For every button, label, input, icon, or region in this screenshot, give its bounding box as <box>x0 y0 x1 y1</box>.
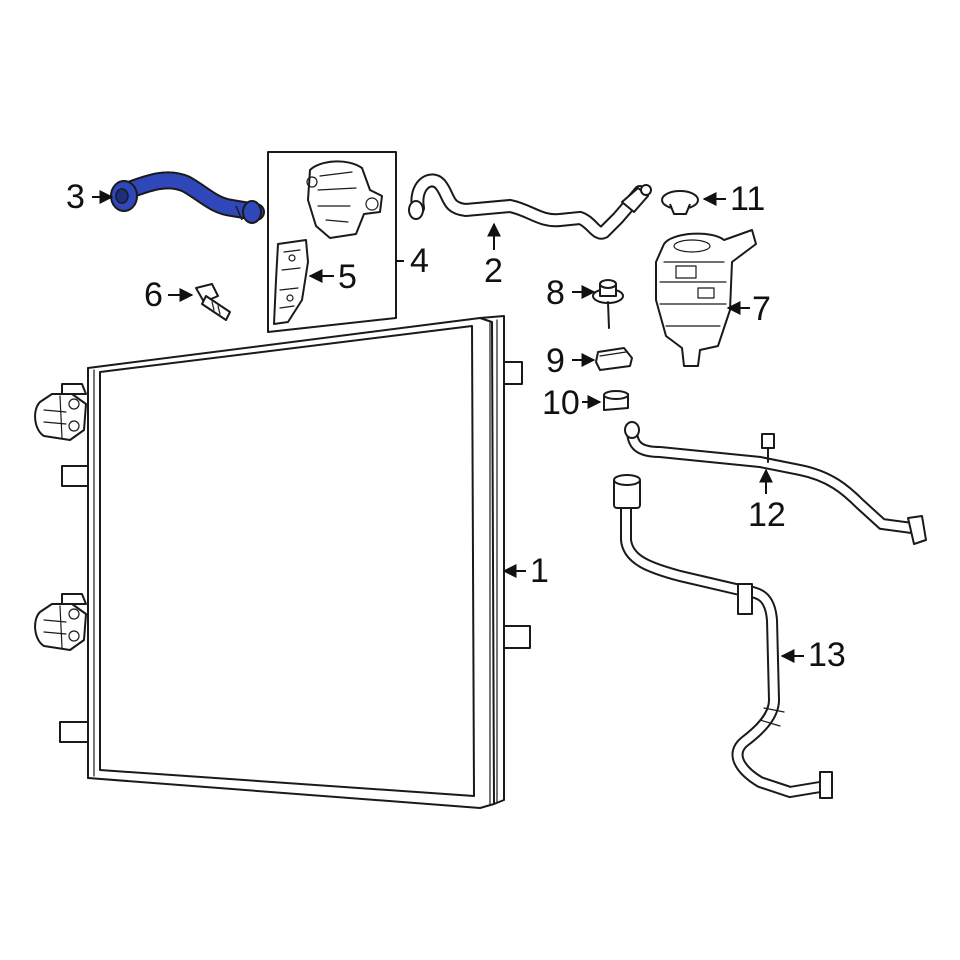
callout-11: 11 <box>702 180 765 218</box>
callout-8: 8 <box>546 274 596 312</box>
part-12-tube[interactable] <box>624 421 927 545</box>
part-11-cap[interactable] <box>661 190 699 215</box>
part-7-reservoir[interactable] <box>655 229 757 367</box>
part-10-grommet[interactable] <box>603 390 629 411</box>
part-3-hose-highlighted[interactable] <box>110 171 265 224</box>
svg-text:8: 8 <box>546 274 565 312</box>
callout-12: 12 <box>748 468 786 534</box>
callout-2: 2 <box>484 222 503 290</box>
callout-4: 4 <box>396 242 429 280</box>
svg-text:6: 6 <box>144 276 163 314</box>
callout-9: 9 <box>546 342 596 380</box>
part-1-radiator[interactable] <box>34 315 531 809</box>
svg-text:12: 12 <box>748 496 786 534</box>
part-8-bolt[interactable] <box>592 279 624 329</box>
svg-text:3: 3 <box>66 178 85 216</box>
part-5-bracket[interactable] <box>273 239 309 325</box>
svg-text:9: 9 <box>546 342 565 380</box>
part-4-pump-body[interactable] <box>306 160 383 239</box>
callout-7: 7 <box>726 290 771 328</box>
svg-text:11: 11 <box>730 180 765 218</box>
part-9-insulator[interactable] <box>595 347 633 371</box>
svg-text:7: 7 <box>752 290 771 328</box>
callout-13: 13 <box>780 636 846 674</box>
svg-text:4: 4 <box>410 242 429 280</box>
part-2-hose[interactable] <box>408 173 652 240</box>
radiator-fitting-upper <box>34 383 87 441</box>
callout-1: 1 <box>502 552 549 590</box>
callout-6: 6 <box>144 276 194 314</box>
svg-text:10: 10 <box>542 384 580 422</box>
radiator-fitting-lower <box>34 593 87 651</box>
callout-3: 3 <box>66 178 114 216</box>
svg-text:1: 1 <box>530 552 549 590</box>
svg-text:13: 13 <box>808 636 846 674</box>
part-6-bolt[interactable] <box>195 283 231 321</box>
callout-5: 5 <box>308 258 357 296</box>
part-13-tube[interactable] <box>613 474 833 799</box>
svg-text:2: 2 <box>484 252 503 290</box>
part-4-pump-assembly-box[interactable] <box>267 151 397 333</box>
callout-10: 10 <box>542 384 602 422</box>
svg-text:5: 5 <box>338 258 357 296</box>
